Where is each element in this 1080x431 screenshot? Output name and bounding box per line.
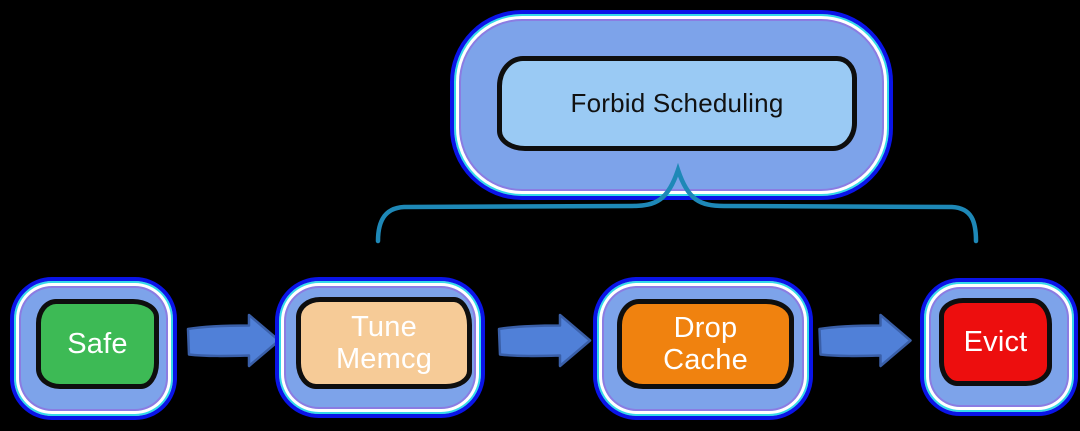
arrow-safe-to-tune-memcg	[186, 313, 281, 368]
stage-safe-label: Safe	[67, 327, 128, 360]
stage-tune-memcg-box: Tune Memcg	[296, 297, 472, 389]
stage-safe-container: Safe	[10, 277, 177, 420]
stage-drop-cache-box: Drop Cache	[617, 299, 794, 389]
stage-drop-cache-container: Drop Cache	[593, 277, 813, 420]
brace-connector	[375, 162, 979, 244]
arrow-shape	[497, 313, 592, 368]
stage-tune-memcg-label: Tune Memcg	[335, 310, 433, 375]
arrow-shape	[186, 313, 281, 368]
stage-drop-cache-label: Drop Cache	[663, 311, 748, 376]
stage-evict-container: Evict	[920, 278, 1078, 416]
stage-evict-box: Evict	[939, 298, 1052, 386]
forbid-scheduling-box: Forbid Scheduling	[497, 56, 857, 151]
brace-path	[375, 162, 979, 244]
forbid-scheduling-container: Forbid Scheduling	[450, 10, 893, 200]
forbid-scheduling-label: Forbid Scheduling	[570, 87, 784, 118]
stage-tune-memcg-container: Tune Memcg	[275, 277, 485, 418]
arrow-shape	[818, 313, 912, 368]
arrow-drop-cache-to-evict	[818, 313, 912, 368]
stage-evict-label: Evict	[963, 325, 1028, 358]
arrow-tune-memcg-to-drop-cache	[497, 313, 592, 368]
stage-safe-box: Safe	[36, 299, 159, 389]
